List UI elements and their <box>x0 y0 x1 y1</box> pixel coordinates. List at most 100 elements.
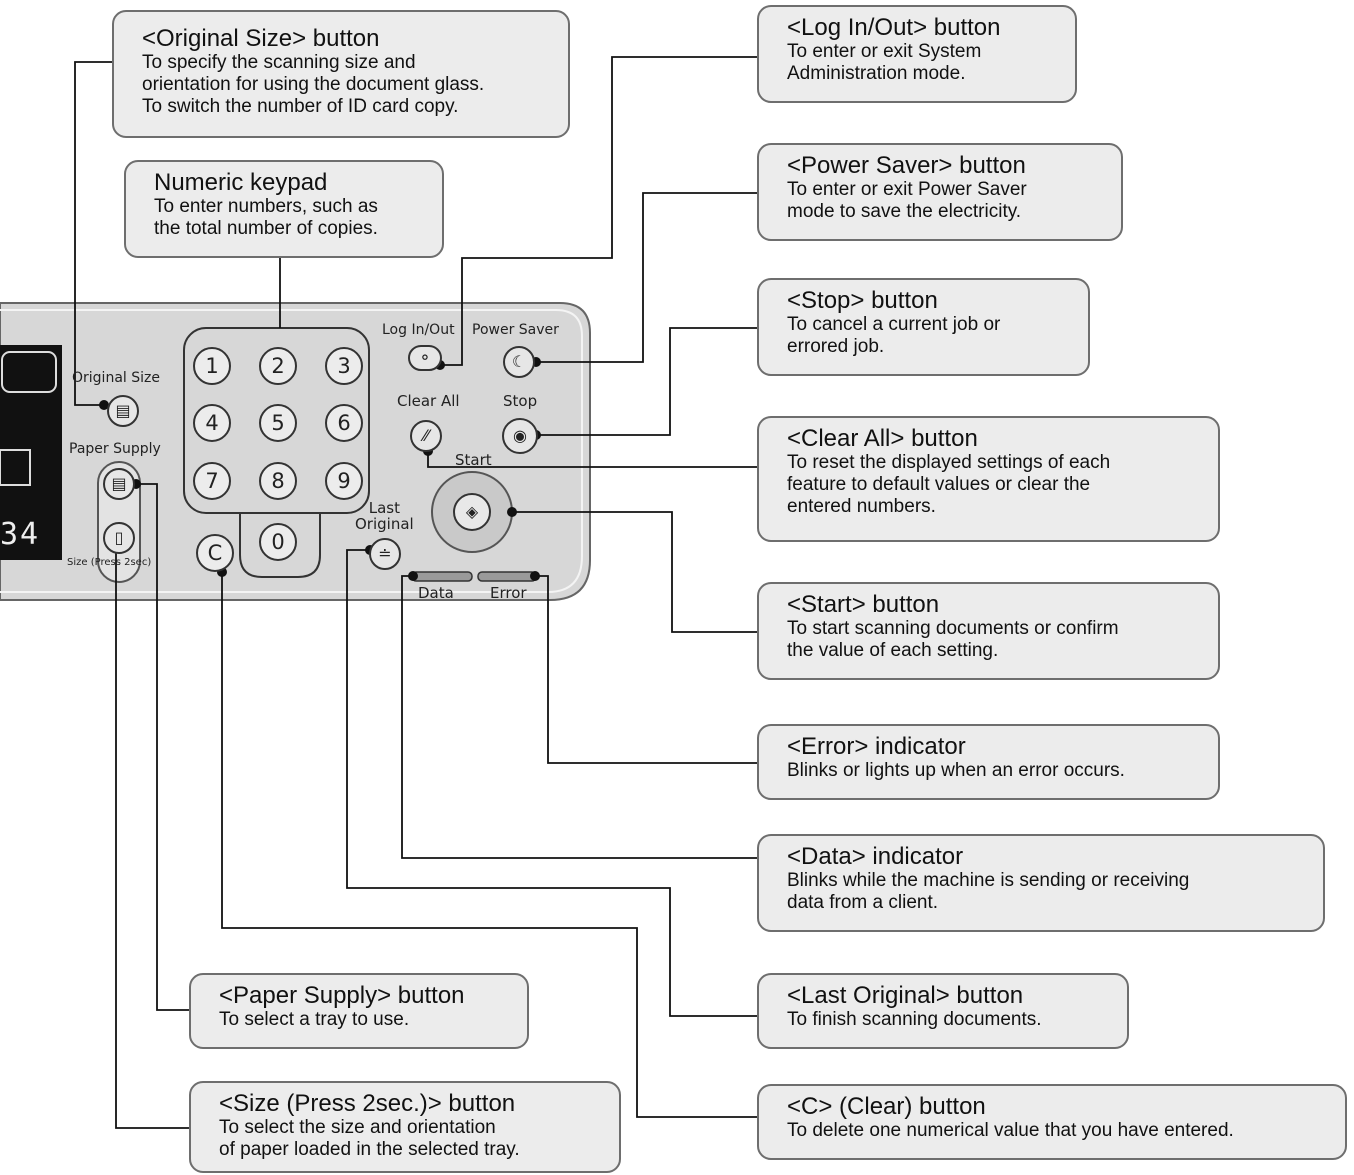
callout-log-in-out: <Log In/Out> button To enter or exit Sys… <box>757 5 1077 103</box>
dot-start <box>507 507 517 517</box>
leader-original-size <box>74 61 112 406</box>
leader-error <box>535 575 757 764</box>
keypad-key-7[interactable]: 7 <box>193 462 231 500</box>
keypad-key-6[interactable]: 6 <box>325 404 363 442</box>
label-paper-supply: Paper Supply <box>69 441 161 457</box>
callout-data: <Data> indicator Blinks while the machin… <box>757 834 1325 932</box>
leader-clear-all <box>427 451 757 468</box>
callout-error: <Error> indicator Blinks or lights up wh… <box>757 724 1220 800</box>
dot-c-clear <box>217 567 227 577</box>
stop-button[interactable]: ◉ <box>502 418 538 454</box>
keypad-key-3[interactable]: 3 <box>325 347 363 385</box>
leader-data <box>401 575 757 859</box>
label-start: Start <box>455 451 492 469</box>
keypad-key-9[interactable]: 9 <box>325 462 363 500</box>
callout-title: <Data> indicator <box>787 843 964 870</box>
keypad-frame <box>183 327 370 514</box>
paper-size-icon: ▯ <box>114 528 124 547</box>
keypad-frame-lower <box>239 513 321 578</box>
callout-c-clear: <C> (Clear) button To delete one numeric… <box>757 1084 1347 1160</box>
callout-desc: To enter numbers, such as the total numb… <box>154 196 378 239</box>
callout-desc: To select a tray to use. <box>219 1009 410 1030</box>
label-stop: Stop <box>503 392 538 410</box>
callout-title: <Log In/Out> button <box>787 14 1001 41</box>
label-last-original: Last Original <box>355 499 414 533</box>
keypad-key-1[interactable]: 1 <box>193 347 231 385</box>
callout-paper-supply: <Paper Supply> button To select a tray t… <box>189 973 529 1049</box>
control-panel-bevel <box>0 309 583 593</box>
callout-desc: To specify the scanning size and orienta… <box>142 52 485 117</box>
callout-original-size: <Original Size> button To specify the sc… <box>112 10 570 138</box>
callout-title: Numeric keypad <box>154 169 328 196</box>
callout-desc: To enter or exit System Administration m… <box>787 41 982 84</box>
leader-size-press <box>115 545 189 1129</box>
start-button[interactable]: ◈ <box>453 493 491 531</box>
error-indicator-lamp <box>477 571 537 582</box>
dot-data <box>408 571 418 581</box>
dot-error <box>530 571 540 581</box>
callout-title: <Size (Press 2sec.)> button <box>219 1090 516 1117</box>
callout-numeric-keypad: Numeric keypad To enter numbers, such as… <box>124 160 444 258</box>
callout-title: <Error> indicator <box>787 733 966 760</box>
keypad-key-0[interactable]: 0 <box>259 523 297 561</box>
keypad-key-4[interactable]: 4 <box>193 404 231 442</box>
leader-stop <box>536 327 757 436</box>
label-power-saver: Power Saver <box>472 322 559 338</box>
callout-title: <C> (Clear) button <box>787 1093 986 1120</box>
callout-desc: Blinks or lights up when an error occurs… <box>787 760 1125 781</box>
callout-last-original: <Last Original> button To finish scannin… <box>757 973 1129 1049</box>
callout-desc: To cancel a current job or errored job. <box>787 314 1001 357</box>
leader-log-in-out <box>440 56 757 366</box>
paper-supply-button[interactable]: ▤ <box>103 468 135 500</box>
callout-desc: To finish scanning documents. <box>787 1009 1042 1030</box>
moon-icon: ☾ <box>511 352 527 371</box>
callout-start: <Start> button To start scanning documen… <box>757 582 1220 680</box>
label-data: Data <box>418 584 454 602</box>
keypad-key-8[interactable]: 8 <box>259 462 297 500</box>
label-size-press: Size (Press 2sec) <box>67 557 152 568</box>
label-original-size: Original Size <box>72 370 160 386</box>
callout-stop: <Stop> button To cancel a current job or… <box>757 278 1090 376</box>
size-press-button[interactable]: ▯ <box>103 522 135 554</box>
leader-start <box>512 511 757 633</box>
label-error: Error <box>490 584 527 602</box>
stop-icon: ◉ <box>513 426 527 445</box>
lcd-segment-mid <box>0 449 31 486</box>
callout-power-saver: <Power Saver> button To enter or exit Po… <box>757 143 1123 241</box>
original-size-button[interactable]: ▤ <box>107 395 139 427</box>
original-size-icon: ▤ <box>115 401 131 420</box>
callout-desc: To enter or exit Power Saver mode to sav… <box>787 179 1027 222</box>
leader-paper-supply <box>136 483 189 1011</box>
lcd-segment-top <box>1 351 57 393</box>
last-original-button[interactable]: ≐ <box>369 538 401 570</box>
tray-icon: ▤ <box>111 474 127 493</box>
lcd-digits: 34 <box>0 517 41 552</box>
power-saver-button[interactable]: ☾ <box>503 346 535 378</box>
callout-desc: To start scanning documents or confirm t… <box>787 618 1119 661</box>
c-clear-button[interactable]: C <box>196 534 234 572</box>
clear-all-button[interactable]: ⁄⁄ <box>410 420 442 452</box>
keypad-key-5[interactable]: 5 <box>259 404 297 442</box>
callout-title: <Stop> button <box>787 287 938 314</box>
callout-desc: To select the size and orientation of pa… <box>219 1117 520 1160</box>
log-in-out-button[interactable]: ⚬ <box>408 345 442 371</box>
keypad-key-2[interactable]: 2 <box>259 347 297 385</box>
data-indicator-lamp <box>411 571 473 582</box>
leader-power-saver <box>536 192 757 363</box>
last-original-icon: ≐ <box>378 544 392 563</box>
label-clear-all: Clear All <box>397 392 460 410</box>
start-diamond-icon: ◈ <box>465 502 479 521</box>
dot-power-saver <box>531 357 541 367</box>
dot-log-in-out <box>435 360 445 370</box>
callout-clear-all: <Clear All> button To reset the displaye… <box>757 416 1220 542</box>
key-icon: ⚬ <box>418 348 432 367</box>
callout-desc: Blinks while the machine is sending or r… <box>787 870 1190 913</box>
callout-size-press: <Size (Press 2sec.)> button To select th… <box>189 1081 621 1173</box>
callout-desc: To delete one numerical value that you h… <box>787 1120 1234 1141</box>
callout-title: <Original Size> button <box>142 25 380 52</box>
leader-c-clear <box>221 572 757 1118</box>
dot-paper-supply <box>131 479 141 489</box>
callout-title: <Power Saver> button <box>787 152 1026 179</box>
